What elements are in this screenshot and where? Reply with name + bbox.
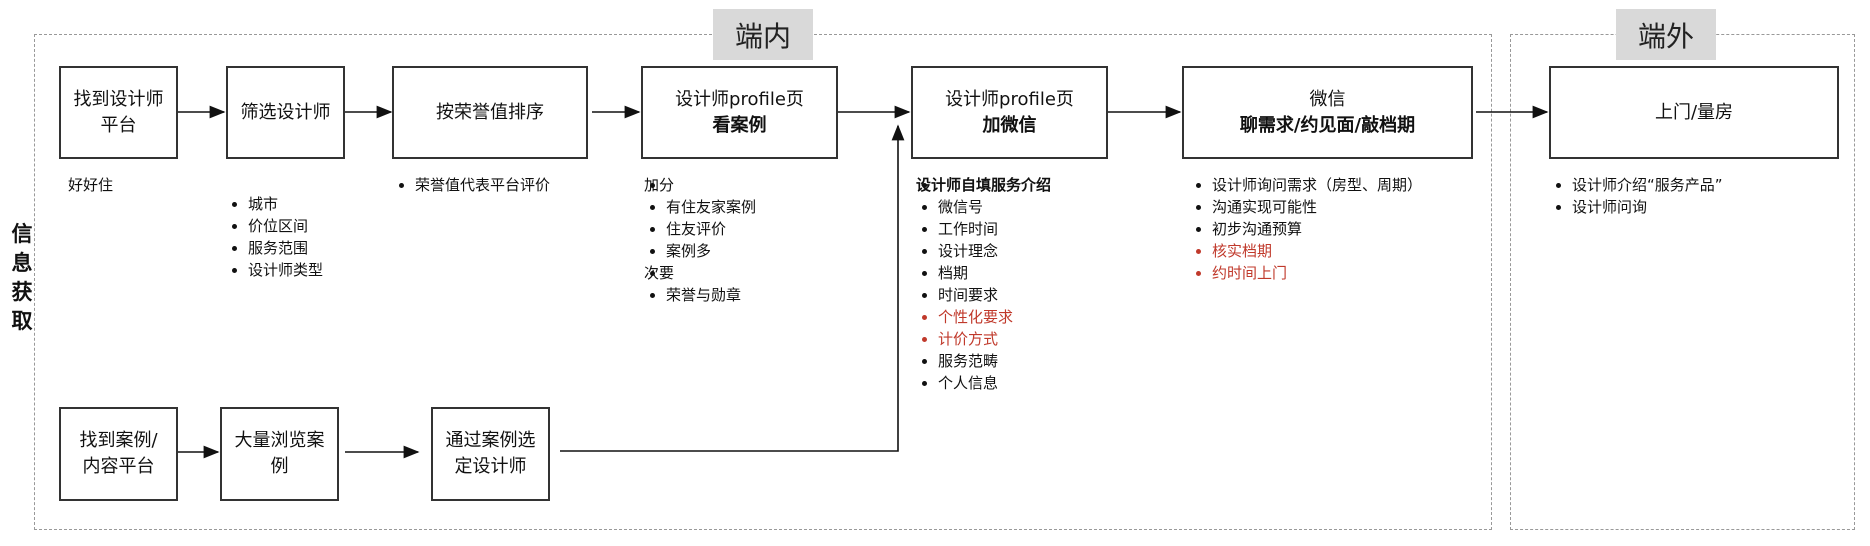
list-item: 沟通实现可能性 — [1190, 196, 1422, 218]
list-item: 案例多 — [644, 240, 756, 262]
list-item: 时间要求 — [916, 284, 1051, 306]
list-item: 设计理念 — [916, 240, 1051, 262]
list-item-highlight: 约时间上门 — [1190, 262, 1422, 284]
list-item: 荣誉值代表平台评价 — [393, 174, 550, 196]
list-item: 荣誉与勋章 — [644, 284, 756, 306]
note-wechat: 设计师询问需求（房型、周期） 沟通实现可能性 初步沟通预算 核实档期 约时间上门 — [1190, 174, 1422, 284]
note-find-platform: 好好住 — [68, 176, 114, 194]
note-filter: 城市 价位区间 服务范围 设计师类型 — [226, 193, 323, 281]
list-item: 服务范围 — [226, 237, 323, 259]
box-choose-by-case: 通过案例选 定设计师 — [431, 407, 550, 501]
box-profile-wechat: 设计师profile页 加微信 — [911, 66, 1108, 159]
note-visit: 设计师介绍“服务产品” 设计师问询 — [1550, 174, 1723, 218]
list-item: 设计师介绍“服务产品” — [1550, 174, 1723, 196]
list-item: 有住友家案例 — [644, 196, 756, 218]
box-browse-cases: 大量浏览案 例 — [220, 407, 339, 501]
list-item: 微信号 — [916, 196, 1051, 218]
list-item-highlight: 计价方式 — [916, 328, 1051, 350]
list-item: 个人信息 — [916, 372, 1051, 394]
list-item: 价位区间 — [226, 215, 323, 237]
list-item: 住友评价 — [644, 218, 756, 240]
list-item-highlight: 个性化要求 — [916, 306, 1051, 328]
note-profile-cases: 加分 有住友家案例 住友评价 案例多 次要 荣誉与勋章 — [644, 174, 756, 306]
box-profile-cases: 设计师profile页 看案例 — [641, 66, 838, 159]
plus-label: 加分 — [644, 174, 756, 196]
box-find-platform: 找到设计师 平台 — [59, 66, 178, 159]
list-item: 设计师问询 — [1550, 196, 1723, 218]
list-item: 服务范畴 — [916, 350, 1051, 372]
list-item: 工作时间 — [916, 218, 1051, 240]
note-sort: 荣誉值代表平台评价 — [393, 174, 550, 196]
box-filter-designers: 筛选设计师 — [226, 66, 345, 159]
list-item: 城市 — [226, 193, 323, 215]
side-label: 信息获取 — [11, 222, 33, 333]
box-wechat: 微信 聊需求/约见面/敲档期 — [1182, 66, 1473, 159]
minor-label: 次要 — [644, 262, 756, 284]
service-intro-heading: 设计师自填服务介绍 — [916, 176, 1052, 194]
list-item: 初步沟通预算 — [1190, 218, 1422, 240]
box-find-case-platform: 找到案例/ 内容平台 — [59, 407, 178, 501]
box-visit: 上门/量房 — [1549, 66, 1839, 159]
internal-region-label: 端内 — [713, 9, 813, 60]
list-item: 档期 — [916, 262, 1051, 284]
note-profile-wechat: 设计师自填服务介绍 微信号 工作时间 设计理念 档期 时间要求 个性化要求 计价… — [916, 174, 1051, 394]
external-region-label: 端外 — [1616, 9, 1716, 60]
list-item: 设计师询问需求（房型、周期） — [1190, 174, 1422, 196]
list-item: 设计师类型 — [226, 259, 323, 281]
list-item-highlight: 核实档期 — [1190, 240, 1422, 262]
box-sort-by-honor: 按荣誉值排序 — [392, 66, 588, 159]
arrow-choose-to-wechat-profile — [560, 124, 905, 452]
